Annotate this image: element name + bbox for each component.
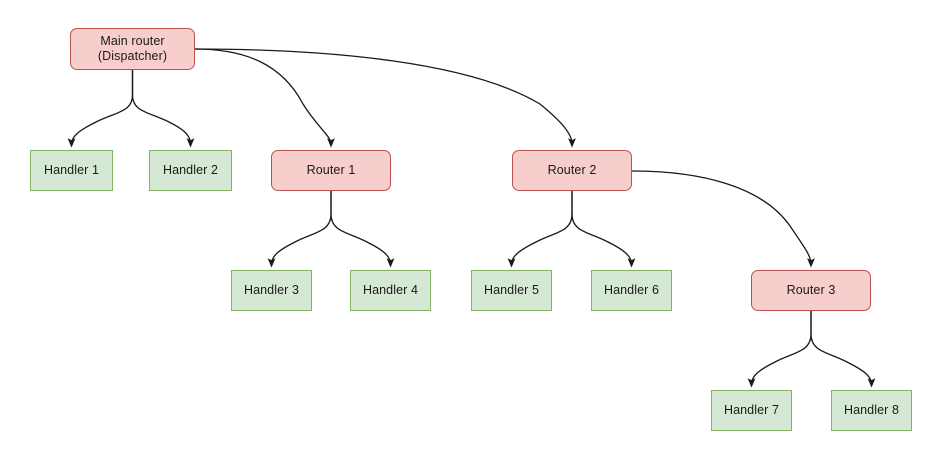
edge-main-to-handler-1: [67, 69, 134, 148]
node-handler-8[interactable]: Handler 8: [831, 390, 912, 431]
node-label-handler-4: Handler 4: [362, 283, 419, 297]
node-label-handler-3: Handler 3: [243, 283, 300, 297]
node-handler-7[interactable]: Handler 7: [711, 390, 792, 431]
node-handler-5[interactable]: Handler 5: [471, 270, 552, 311]
node-handler-2[interactable]: Handler 2: [149, 150, 232, 191]
node-label-handler-5: Handler 5: [483, 283, 540, 297]
node-label-handler-2: Handler 2: [162, 163, 219, 177]
node-label-handler-1: Handler 1: [43, 163, 100, 177]
edge-router-2-to-handler-6: [571, 190, 636, 268]
edge-main-to-handler-2: [131, 69, 195, 148]
node-router-1[interactable]: Router 1: [271, 150, 391, 191]
node-label-handler-7: Handler 7: [723, 403, 780, 417]
edge-router-2-to-router-3: [631, 170, 815, 268]
edge-router-3-to-handler-8: [810, 310, 876, 388]
node-label-router-3: Router 3: [786, 283, 836, 297]
edge-router-3-to-handler-7: [747, 310, 812, 388]
node-main-router[interactable]: Main router (Dispatcher): [70, 28, 195, 70]
node-label-router-2: Router 2: [547, 163, 597, 177]
node-router-2[interactable]: Router 2: [512, 150, 632, 191]
node-router-3[interactable]: Router 3: [751, 270, 871, 311]
node-handler-6[interactable]: Handler 6: [591, 270, 672, 311]
edge-router-1-to-handler-3: [267, 190, 332, 268]
node-handler-1[interactable]: Handler 1: [30, 150, 113, 191]
edges-group: [67, 48, 876, 388]
edge-router-2-to-handler-5: [507, 190, 573, 268]
node-handler-3[interactable]: Handler 3: [231, 270, 312, 311]
node-label-router-1: Router 1: [306, 163, 356, 177]
node-label-main-router: Main router (Dispatcher): [97, 34, 168, 63]
node-label-handler-6: Handler 6: [603, 283, 660, 297]
node-label-handler-8: Handler 8: [843, 403, 900, 417]
node-handler-4[interactable]: Handler 4: [350, 270, 431, 311]
edge-router-1-to-handler-4: [330, 190, 395, 268]
edge-main-to-router-2: [194, 48, 576, 148]
edge-main-to-router-1: [194, 48, 335, 148]
